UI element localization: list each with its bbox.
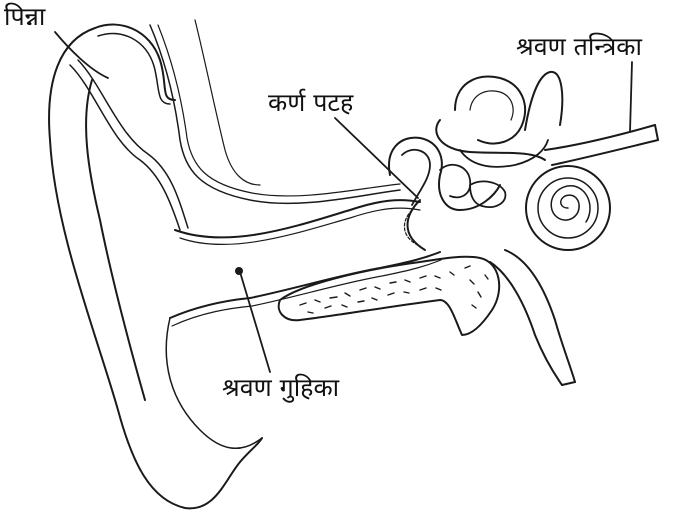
ear-drum [408, 200, 426, 250]
ossicle-stirrup [470, 181, 505, 207]
pinna-inner-outline [98, 34, 170, 104]
semicircular-canal-1 [455, 77, 525, 144]
pinna-helix-fold [86, 80, 145, 400]
eustachian-tube-upper [505, 250, 575, 382]
canal-upper-wall [175, 200, 420, 237]
pinna-outline [49, 25, 262, 509]
auditory-nerve-upper [545, 125, 655, 150]
eustachian-tube-end [562, 382, 575, 385]
leader-ear-drum [335, 118, 418, 198]
canal-marker-dot [235, 267, 243, 275]
eustachian-tube-lower [490, 262, 562, 385]
auditory-nerve-label: श्रवण तन्त्रिका [516, 34, 642, 59]
leader-canal [240, 272, 270, 372]
semicircular-canal-1-inner [470, 91, 513, 120]
bone-floor-outline [279, 257, 499, 335]
canal-lower-wall [170, 252, 440, 318]
auditory-canal-label: श्रवण गुहिका [222, 375, 339, 400]
semicircular-canal-2 [525, 72, 562, 130]
pinna-label: पिन्ना [4, 4, 45, 29]
leader-nerve [630, 62, 632, 132]
auditory-nerve-end [655, 125, 658, 140]
canal-upper-wall-inner [180, 208, 420, 244]
canal-lower-wall-inner [172, 260, 441, 326]
cochlea-spiral [551, 186, 590, 222]
pinna-antihelix-inner [78, 60, 188, 228]
ear-drum-label: कर्ण पटह [268, 90, 353, 115]
middle-ear-outline [389, 138, 500, 210]
auditory-nerve-lower [552, 140, 658, 165]
semicircular-canal-3 [436, 120, 545, 160]
ossicle-anvil [440, 165, 470, 198]
skull-line-top [195, 20, 260, 185]
